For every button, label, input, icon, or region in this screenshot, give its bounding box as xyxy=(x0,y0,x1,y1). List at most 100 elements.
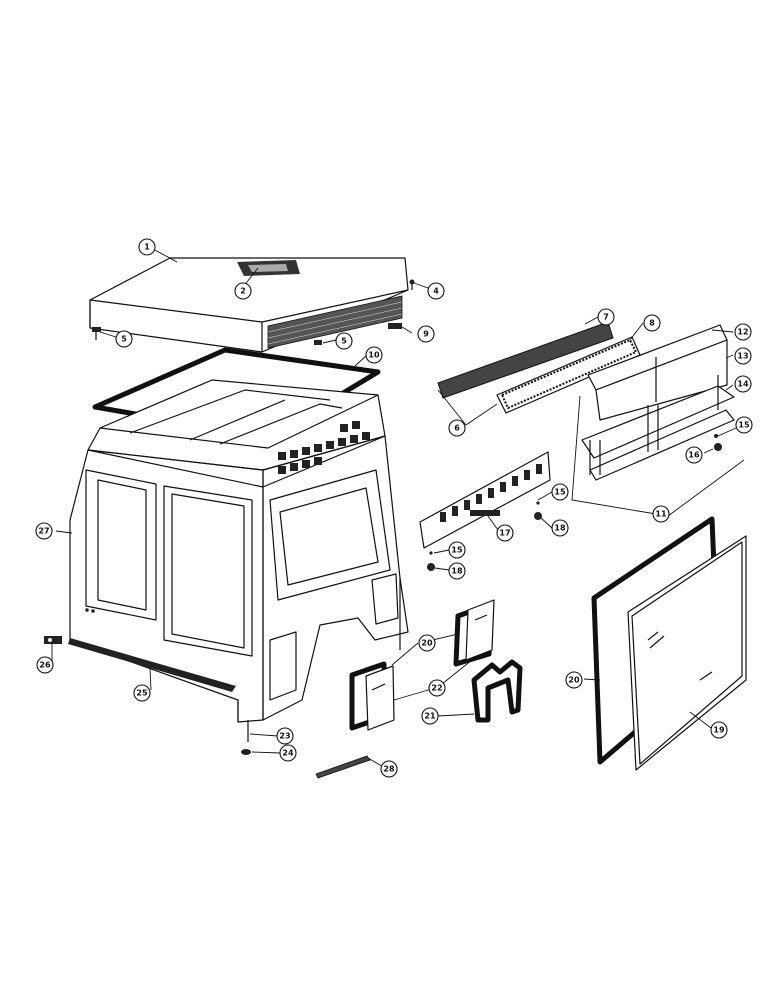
callout-number: 17 xyxy=(499,529,510,538)
callout-number: 21 xyxy=(424,712,436,721)
callout-circle xyxy=(735,416,753,434)
callout-number: 6 xyxy=(454,424,460,433)
callout-number: 12 xyxy=(737,328,748,337)
callout-circle xyxy=(428,679,446,697)
callout-number: 18 xyxy=(451,567,463,576)
callout-number: 7 xyxy=(603,313,609,322)
callout-15-left: 15 xyxy=(448,541,466,559)
washer-24 xyxy=(241,749,251,755)
knob-18-lower xyxy=(427,551,435,571)
callout-20-small: 20 xyxy=(418,634,436,652)
trim-strip-28 xyxy=(315,755,371,779)
callout-number: 2 xyxy=(240,287,246,296)
callout-21: 21 xyxy=(421,707,439,725)
callout-18-lower: 18 xyxy=(448,562,466,580)
callout-number: 9 xyxy=(423,330,429,339)
callout-18-upper: 18 xyxy=(551,519,569,537)
callout-circle xyxy=(418,634,436,652)
callout-circle xyxy=(335,332,353,350)
callout-circle xyxy=(448,419,466,437)
fastener-9 xyxy=(388,323,402,329)
callout-circle xyxy=(276,727,294,745)
callout-number: 14 xyxy=(737,380,749,389)
callout-circle xyxy=(35,522,53,540)
callout-23: 23 xyxy=(276,727,294,745)
callout-number: 5 xyxy=(121,335,127,344)
callout-number: 18 xyxy=(554,524,566,533)
callout-number: 8 xyxy=(649,319,655,328)
callout-circle xyxy=(133,684,151,702)
callout-number: 20 xyxy=(421,639,433,648)
callout-circle xyxy=(551,483,569,501)
callout-2: 2 xyxy=(234,282,252,300)
callout-28: 28 xyxy=(380,760,398,778)
callout-number: 11 xyxy=(655,510,667,519)
panel-assembly xyxy=(581,324,735,481)
callout-9: 9 xyxy=(417,325,435,343)
callout-circle xyxy=(685,446,703,464)
callout-number: 15 xyxy=(554,488,566,497)
callout-number: 20 xyxy=(568,676,580,685)
callout-circle xyxy=(380,760,398,778)
callout-circle xyxy=(652,505,670,523)
callout-8: 8 xyxy=(643,314,661,332)
callout-14: 14 xyxy=(734,375,752,393)
callout-circle xyxy=(734,347,752,365)
callout-number: 27 xyxy=(38,527,49,536)
callout-circle xyxy=(710,721,728,739)
callout-circle xyxy=(734,323,752,341)
window-glass-small-upper xyxy=(465,599,495,661)
callout-number: 25 xyxy=(136,689,148,698)
callout-1: 1 xyxy=(138,238,156,256)
callout-6: 6 xyxy=(448,419,466,437)
callout-circle xyxy=(551,519,569,537)
callout-20-large: 20 xyxy=(565,671,583,689)
callout-number: 26 xyxy=(39,661,51,670)
knob-18-upper xyxy=(534,501,542,520)
callout-27: 27 xyxy=(35,522,53,540)
callout-circle xyxy=(234,282,252,300)
callout-circle xyxy=(417,325,435,343)
callout-circle xyxy=(597,308,615,326)
callout-number: 24 xyxy=(282,749,294,758)
roof-panel xyxy=(89,257,409,353)
window-glass-large xyxy=(627,535,747,771)
callout-number: 13 xyxy=(737,352,748,361)
callout-number: 16 xyxy=(688,451,700,460)
trim-strip-25 xyxy=(68,638,236,692)
callout-circle xyxy=(115,330,133,348)
callout-number: 28 xyxy=(383,765,395,774)
callout-number: 4 xyxy=(433,287,439,296)
callout-24: 24 xyxy=(279,744,297,762)
callout-10: 10 xyxy=(365,346,383,364)
callout-13: 13 xyxy=(734,347,752,365)
callout-17: 17 xyxy=(496,524,514,542)
callout-7: 7 xyxy=(597,308,615,326)
callout-5-left: 5 xyxy=(115,330,133,348)
callout-15-right: 15 xyxy=(735,416,753,434)
callout-circle xyxy=(421,707,439,725)
callout-12: 12 xyxy=(734,323,752,341)
callout-5-right: 5 xyxy=(335,332,353,350)
callout-number: 10 xyxy=(368,351,380,360)
cab-frame xyxy=(69,379,409,723)
window-glass-small-lower xyxy=(365,665,395,731)
callout-circle xyxy=(643,314,661,332)
bracket-21 xyxy=(471,659,523,723)
callout-4: 4 xyxy=(427,282,445,300)
callout-19: 19 xyxy=(710,721,728,739)
callout-circle xyxy=(496,524,514,542)
callout-number: 5 xyxy=(341,337,347,346)
grille-panel-17 xyxy=(419,451,551,549)
louvre-panel-7 xyxy=(437,321,614,399)
fastener-5-left xyxy=(92,327,101,340)
callout-26: 26 xyxy=(36,656,54,674)
callout-circle xyxy=(138,238,156,256)
latch-26 xyxy=(44,636,62,644)
callout-circle xyxy=(365,346,383,364)
callout-number: 15 xyxy=(738,421,750,430)
callout-circle xyxy=(36,656,54,674)
callout-number: 22 xyxy=(431,684,442,693)
callout-number: 15 xyxy=(451,546,463,555)
